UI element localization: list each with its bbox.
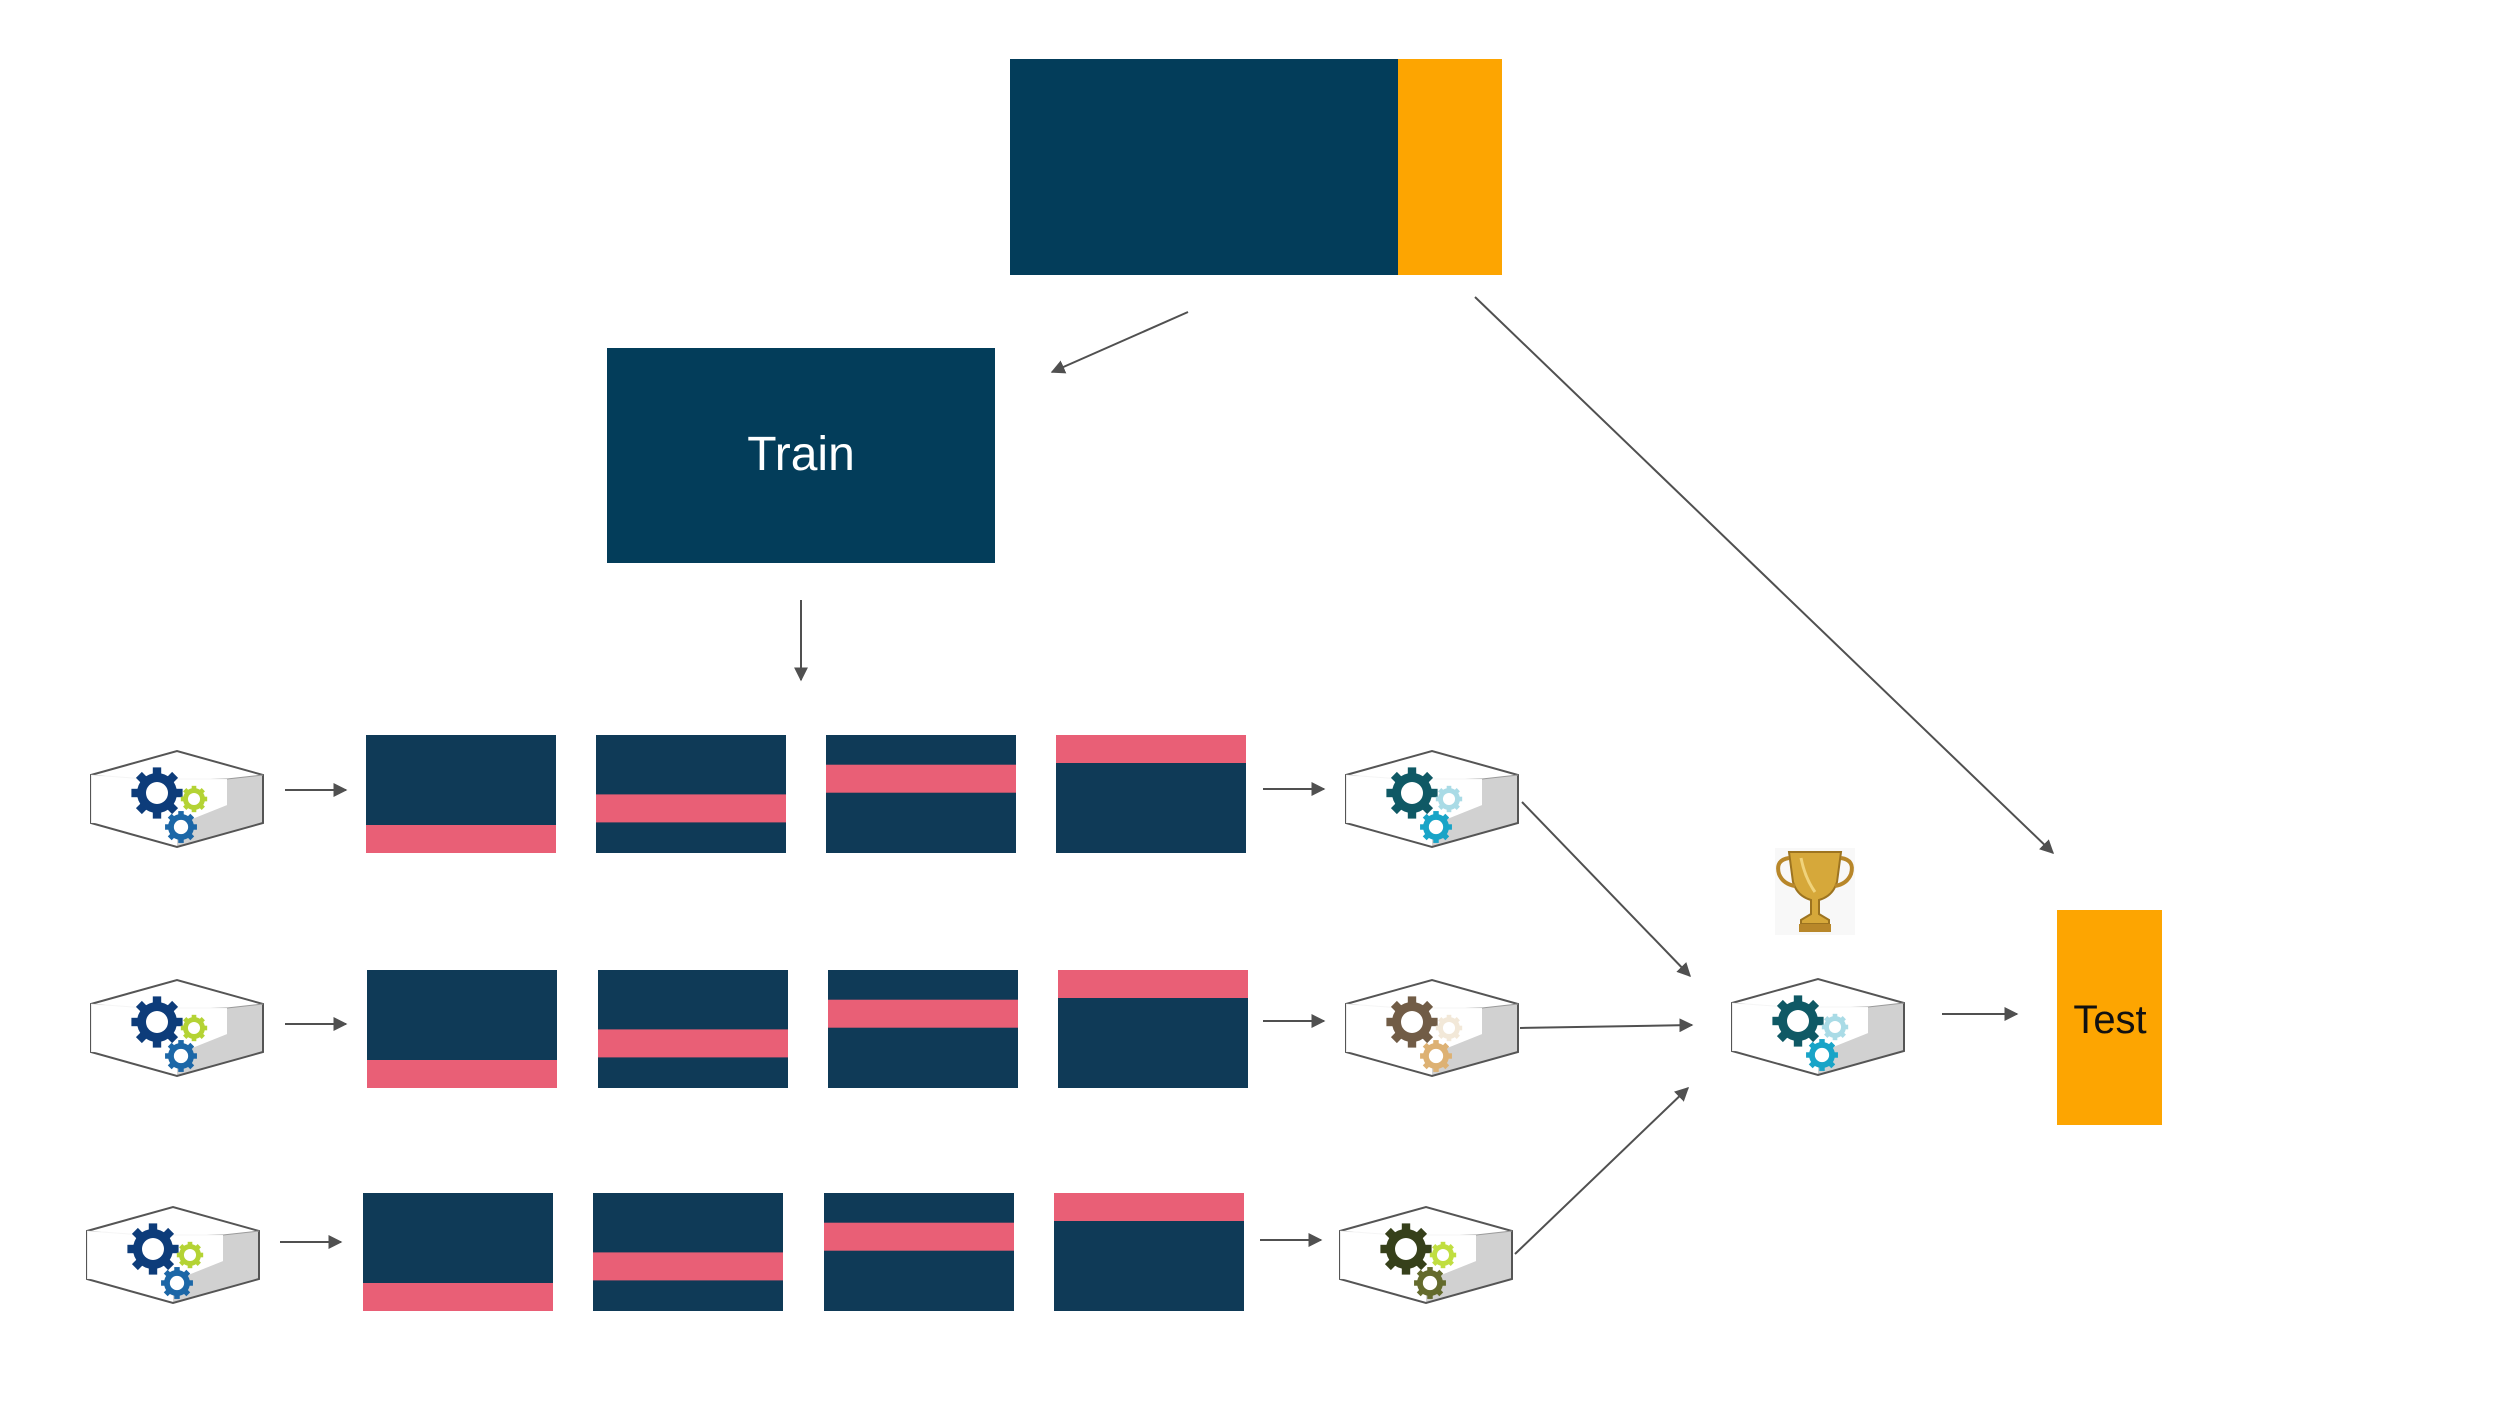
gear-icon — [1435, 785, 1463, 813]
gears-box-icon — [1345, 978, 1519, 1078]
fold-validation-stripe — [824, 1222, 1014, 1251]
fold-validation-stripe — [1054, 1193, 1244, 1221]
gear-icon — [1772, 995, 1824, 1047]
gear-icon — [180, 785, 208, 813]
arrow-row1-to-best — [1521, 801, 1691, 978]
full-dataset — [1010, 59, 1502, 275]
gear-icon — [1429, 1241, 1457, 1269]
fold — [596, 735, 786, 853]
gear-icon — [165, 1040, 197, 1072]
fold — [366, 735, 556, 853]
gears-box-icon — [1731, 977, 1905, 1077]
fold-validation-stripe — [367, 1060, 557, 1088]
fold-training-block — [824, 1193, 1014, 1311]
fold-training-block — [598, 970, 788, 1088]
arrows — [280, 296, 2055, 1255]
train-rect — [607, 348, 995, 563]
fold-validation-stripe — [826, 764, 1016, 793]
gears-box-icon — [1339, 1205, 1513, 1305]
gear-icon — [1420, 1040, 1452, 1072]
fold-row-1 — [366, 735, 1246, 853]
gear-icon — [176, 1241, 204, 1269]
model-boxes — [86, 749, 1905, 1305]
gear-icon — [1806, 1039, 1838, 1071]
gear-icon — [1414, 1267, 1446, 1299]
fold-validation-stripe — [1056, 735, 1246, 763]
fold-validation-stripe — [593, 1252, 783, 1281]
gear-icon — [131, 767, 183, 819]
fold-validation-stripe — [366, 825, 556, 853]
dataset-train-portion — [1010, 59, 1398, 275]
cross-validation-folds — [363, 735, 1248, 1311]
gear-icon — [127, 1223, 179, 1275]
fold — [1058, 970, 1248, 1088]
test-box: Test — [2057, 910, 2162, 1125]
gear-icon — [131, 996, 183, 1048]
gear-icon — [1435, 1014, 1463, 1042]
fold — [598, 970, 788, 1088]
trophy-icon — [1775, 848, 1855, 935]
arrow-row2-to-best — [1519, 1018, 1694, 1033]
test-label: Test — [2073, 998, 2146, 1042]
fold — [824, 1193, 1014, 1311]
gears-box-icon — [90, 978, 264, 1078]
fold — [367, 970, 557, 1088]
fold-training-block — [828, 970, 1018, 1088]
arrow-row3-to-best — [1514, 1087, 1690, 1255]
test-rect — [2057, 910, 2162, 1125]
fold-validation-stripe — [1058, 970, 1248, 998]
fold-row-3 — [363, 1193, 1244, 1311]
fold — [593, 1193, 783, 1311]
train-box: Train — [607, 348, 995, 563]
fold — [828, 970, 1018, 1088]
fold-training-block — [826, 735, 1016, 853]
gear-icon — [1380, 1223, 1432, 1275]
gear-icon — [161, 1267, 193, 1299]
gear-icon — [1386, 996, 1438, 1048]
gears-box-icon — [86, 1205, 260, 1305]
fold-training-block — [593, 1193, 783, 1311]
fold-validation-stripe — [363, 1283, 553, 1311]
gear-icon — [180, 1014, 208, 1042]
fold-validation-stripe — [598, 1029, 788, 1058]
gears-box-icon — [1345, 749, 1519, 849]
dataset-test-portion — [1398, 59, 1502, 275]
gear-icon — [165, 811, 197, 843]
fold-training-block — [596, 735, 786, 853]
fold — [1056, 735, 1246, 853]
arrow-dataset-to-test — [1474, 296, 2055, 854]
gear-icon — [1821, 1013, 1849, 1041]
gear-icon — [1386, 767, 1438, 819]
fold — [363, 1193, 553, 1311]
fold — [1054, 1193, 1244, 1311]
gear-icon — [1420, 811, 1452, 843]
fold — [826, 735, 1016, 853]
gears-box-icon — [90, 749, 264, 849]
train-label: Train — [747, 428, 855, 481]
fold-validation-stripe — [596, 794, 786, 823]
arrow-dataset-to-train — [1050, 311, 1189, 374]
fold-validation-stripe — [828, 999, 1018, 1028]
fold-row-2 — [367, 970, 1248, 1088]
